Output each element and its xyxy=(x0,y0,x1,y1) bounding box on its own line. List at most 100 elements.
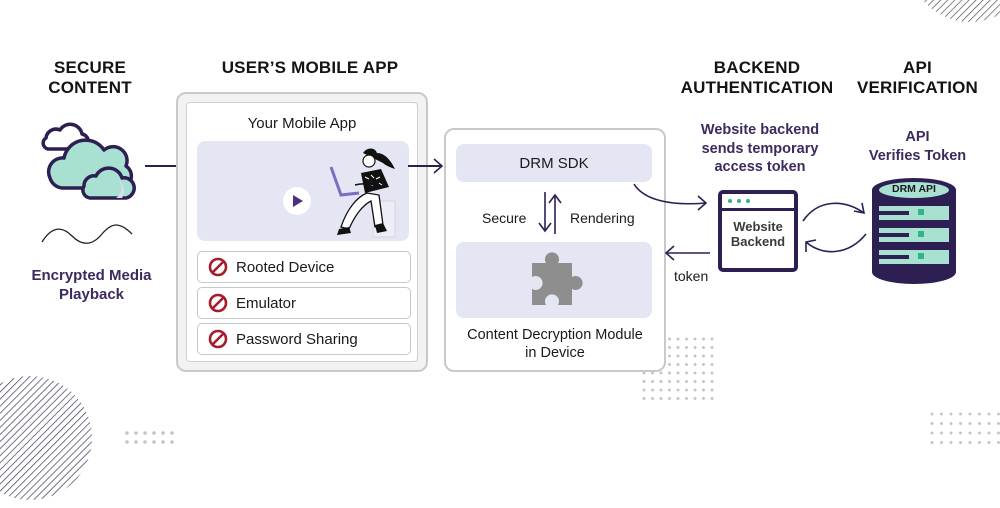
decor-dot xyxy=(930,431,934,435)
blocked-item-password-sharing: Password Sharing xyxy=(197,323,411,355)
decor-dot xyxy=(702,337,705,341)
decor-dot xyxy=(668,363,671,366)
decor-dot xyxy=(959,422,962,425)
decor-dot xyxy=(668,380,671,383)
decor-dot xyxy=(702,346,705,349)
decor-dot xyxy=(685,397,688,400)
decor-dot xyxy=(702,363,705,366)
heading-line: CONTENT xyxy=(48,78,132,97)
decor-dot xyxy=(930,422,934,425)
mobile-app-screen: Your Mobile App Rooted Device xyxy=(186,102,418,362)
decor-dot xyxy=(710,363,714,366)
hatched-circle-decoration xyxy=(0,376,92,500)
decor-dot xyxy=(685,346,688,349)
heading-line: AUTHENTICATION xyxy=(680,78,834,97)
dot-grid-decoration xyxy=(642,337,714,400)
decor-dot xyxy=(659,371,663,375)
secure-flow-label: Secure xyxy=(482,210,527,226)
drm-api-label: DRM API xyxy=(892,183,936,195)
prohibited-icon xyxy=(208,257,228,277)
decor-dot xyxy=(978,422,981,425)
cdm-box xyxy=(456,242,652,318)
hatched-circle-decoration xyxy=(908,0,1000,22)
waveform-squiggle xyxy=(41,224,133,244)
decor-dot xyxy=(685,388,688,392)
decor-dot xyxy=(693,354,697,358)
heading-line: SECURE xyxy=(53,58,127,77)
decor-dot xyxy=(949,431,953,435)
rendering-flow-label: Rendering xyxy=(570,210,635,226)
play-icon xyxy=(293,195,303,207)
decor-dot xyxy=(968,412,972,416)
decor-dot xyxy=(959,412,962,416)
heading-line: VERIFICATION xyxy=(856,78,979,97)
decor-dot xyxy=(676,371,680,375)
decor-dot xyxy=(676,346,680,349)
decor-dot xyxy=(940,422,943,425)
desc-line: Website backend xyxy=(700,122,820,138)
prohibited-icon xyxy=(208,293,228,313)
box-line: Backend xyxy=(730,234,786,249)
decor-dot xyxy=(693,337,697,341)
puzzle-piece-icon xyxy=(532,252,583,305)
decor-dot xyxy=(710,346,714,349)
decor-dot xyxy=(959,441,962,444)
cdm-caption: Content Decryption Module in Device xyxy=(446,326,664,362)
desc-line: access token xyxy=(714,159,806,175)
caption-line: Encrypted Media xyxy=(31,267,152,284)
drm-sdk-box: DRM SDK xyxy=(456,144,652,182)
decor-dot xyxy=(949,422,953,425)
play-button[interactable] xyxy=(283,187,311,215)
decor-dot xyxy=(685,371,688,375)
window-titlebar xyxy=(722,194,794,211)
window-dot xyxy=(737,199,741,203)
decor-dot xyxy=(685,380,688,383)
dot-grid-decoration xyxy=(125,431,174,444)
drm-api-database-icon xyxy=(872,178,956,284)
api-verification-heading: API VERIFICATION xyxy=(850,58,985,98)
blocked-item-emulator: Emulator xyxy=(197,287,411,319)
decor-dot xyxy=(668,397,671,400)
decor-dot xyxy=(651,397,654,400)
decor-dot xyxy=(668,388,671,392)
mobile-app-panel: Your Mobile App Rooted Device xyxy=(176,92,428,372)
decor-dot xyxy=(968,431,972,435)
decor-dot xyxy=(702,354,705,358)
decor-dot xyxy=(651,371,654,375)
arrow-token-to-device xyxy=(664,245,710,261)
decor-dot xyxy=(987,422,991,425)
decor-dot xyxy=(702,397,705,400)
decor-dot xyxy=(959,431,962,435)
decor-dot xyxy=(997,422,1000,425)
decor-dot xyxy=(940,412,943,416)
decor-dot xyxy=(702,371,705,375)
decor-dot xyxy=(693,397,697,400)
prohibited-icon xyxy=(208,329,228,349)
decor-dot xyxy=(676,397,680,400)
decor-dot xyxy=(685,363,688,366)
decor-dot xyxy=(676,380,680,383)
decor-dot xyxy=(949,412,953,416)
box-line: Website xyxy=(733,219,783,234)
decor-dot xyxy=(968,422,972,425)
decor-dot xyxy=(968,441,972,444)
token-label: token xyxy=(674,268,709,284)
decor-dot xyxy=(997,441,1000,444)
media-preview xyxy=(197,141,409,241)
desc-line: sends temporary xyxy=(701,140,819,157)
user-with-laptop-illustration xyxy=(329,148,396,238)
arrow-backend-to-api xyxy=(802,202,866,222)
decor-dot xyxy=(710,380,714,383)
decor-dot xyxy=(685,354,688,358)
decor-dot xyxy=(676,337,680,341)
encrypted-media-caption: Encrypted Media Playback xyxy=(14,266,169,304)
decor-dot xyxy=(693,346,697,349)
decor-dot xyxy=(930,441,934,444)
decor-dot xyxy=(693,363,697,366)
decor-dot xyxy=(668,346,671,349)
mobile-app-title: Your Mobile App xyxy=(247,115,357,132)
decor-dot xyxy=(642,388,646,392)
decor-dot xyxy=(702,388,705,392)
decor-dot xyxy=(997,412,1000,416)
decor-dot xyxy=(676,354,680,358)
